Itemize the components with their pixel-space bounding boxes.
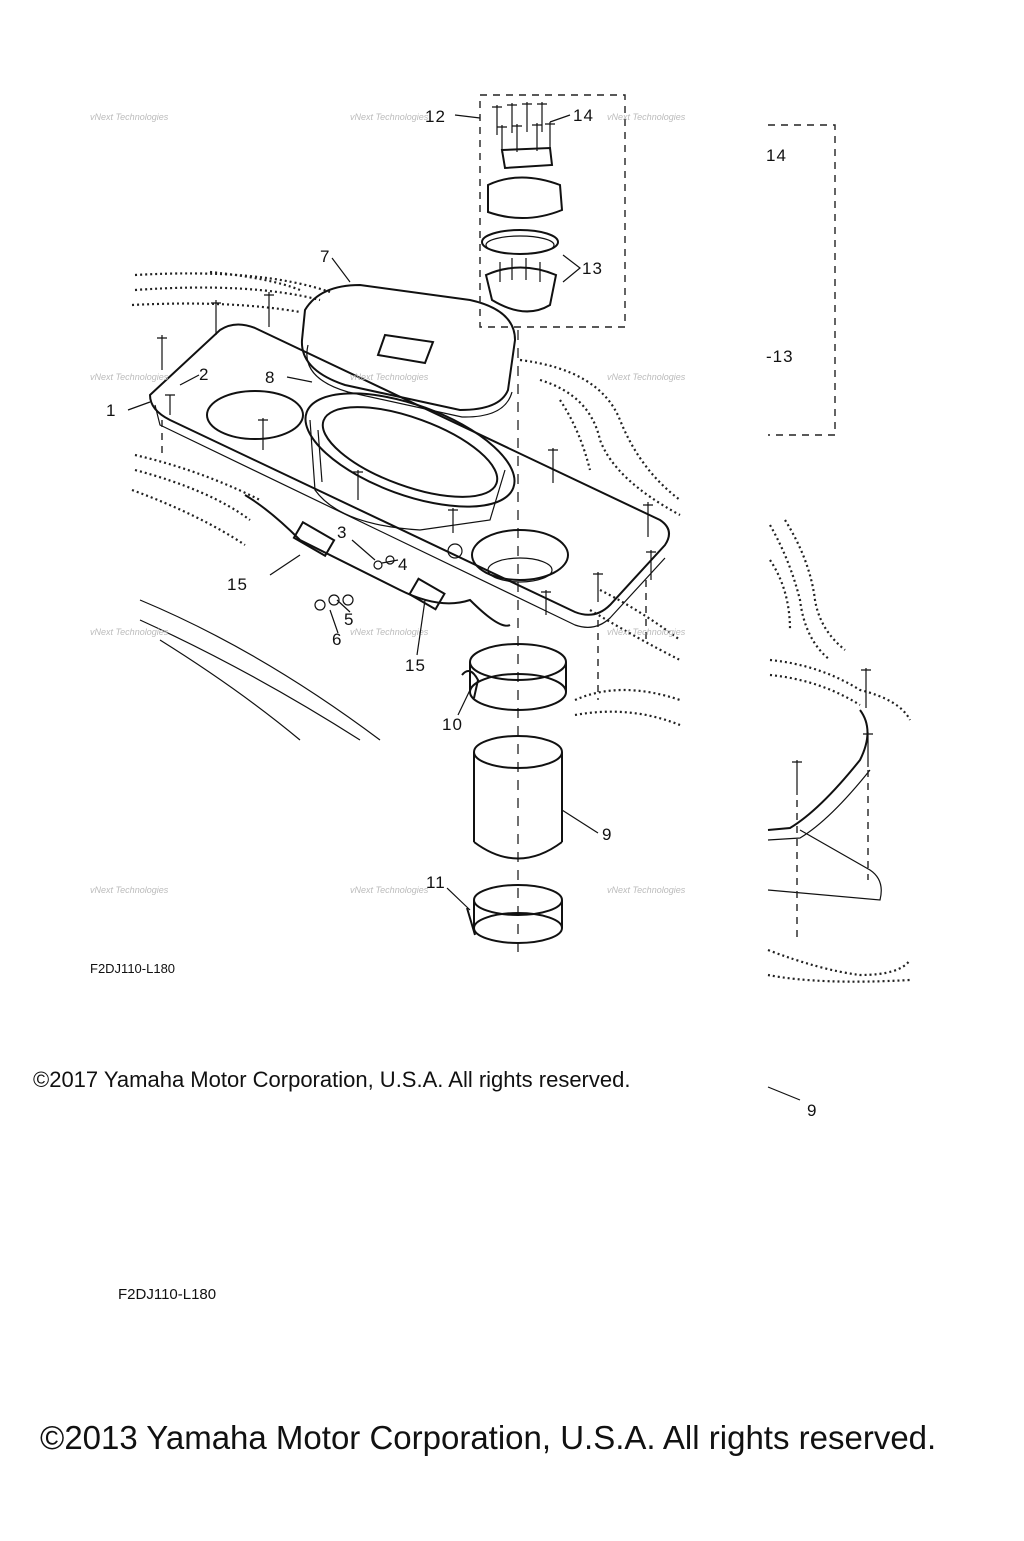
part-code-bottom: F2DJ110-L180	[118, 1286, 216, 1303]
callout-11: 11	[426, 873, 446, 892]
top-cap	[300, 283, 517, 418]
watermarks: vNext Technologies vNext Technologies vN…	[90, 112, 686, 895]
inset-callout-14: 14	[766, 146, 787, 165]
callouts: 1 2 3 4 5 6 7 8 9 10 11 12 13 14 15 15 1…	[106, 106, 817, 1120]
watermark: vNext Technologies	[607, 112, 686, 122]
copyright-2017: ©2017 Yamaha Motor Corporation, U.S.A. A…	[33, 1067, 630, 1092]
partial-view	[767, 519, 911, 983]
sensor-subassembly	[479, 94, 626, 328]
hull-outline	[131, 270, 681, 741]
leader-lines	[127, 114, 801, 1101]
callout-15: 15	[405, 656, 426, 675]
watermark: vNext Technologies	[350, 112, 429, 122]
callout-10: 10	[442, 715, 463, 734]
watermark: vNext Technologies	[350, 627, 429, 637]
callout-14: 14	[573, 106, 594, 125]
pipe-assembly	[461, 330, 567, 960]
watermark: vNext Technologies	[90, 112, 169, 122]
callout-2: 2	[199, 365, 209, 384]
wiring-harness	[244, 494, 511, 627]
callout-1: 1	[106, 401, 116, 420]
callout-8: 8	[265, 368, 275, 387]
watermark: vNext Technologies	[607, 372, 686, 382]
watermark: vNext Technologies	[90, 885, 169, 895]
callout-9: 9	[602, 825, 612, 844]
watermark: vNext Technologies	[350, 372, 429, 382]
callout-7: 7	[320, 247, 330, 266]
callout-13: 13	[582, 259, 603, 278]
callout-12: 12	[425, 107, 446, 126]
watermark: vNext Technologies	[350, 885, 429, 895]
watermark: vNext Technologies	[90, 372, 169, 382]
callout-15: 15	[227, 575, 248, 594]
outside-callout-9: 9	[807, 1101, 817, 1120]
callout-3: 3	[337, 523, 347, 542]
inset-callout-13: -13	[766, 347, 794, 366]
cover-plate	[148, 292, 670, 700]
intake-ring	[304, 392, 516, 531]
watermark: vNext Technologies	[607, 627, 686, 637]
callout-4: 4	[398, 555, 408, 574]
part-code-top: F2DJ110-L180	[90, 961, 175, 976]
watermark: vNext Technologies	[90, 627, 169, 637]
watermark: vNext Technologies	[607, 885, 686, 895]
copyright-2013: ©2013 Yamaha Motor Corporation, U.S.A. A…	[40, 1419, 936, 1456]
callout-5: 5	[344, 610, 354, 629]
callout-6: 6	[332, 630, 342, 649]
inset-box	[768, 124, 836, 436]
